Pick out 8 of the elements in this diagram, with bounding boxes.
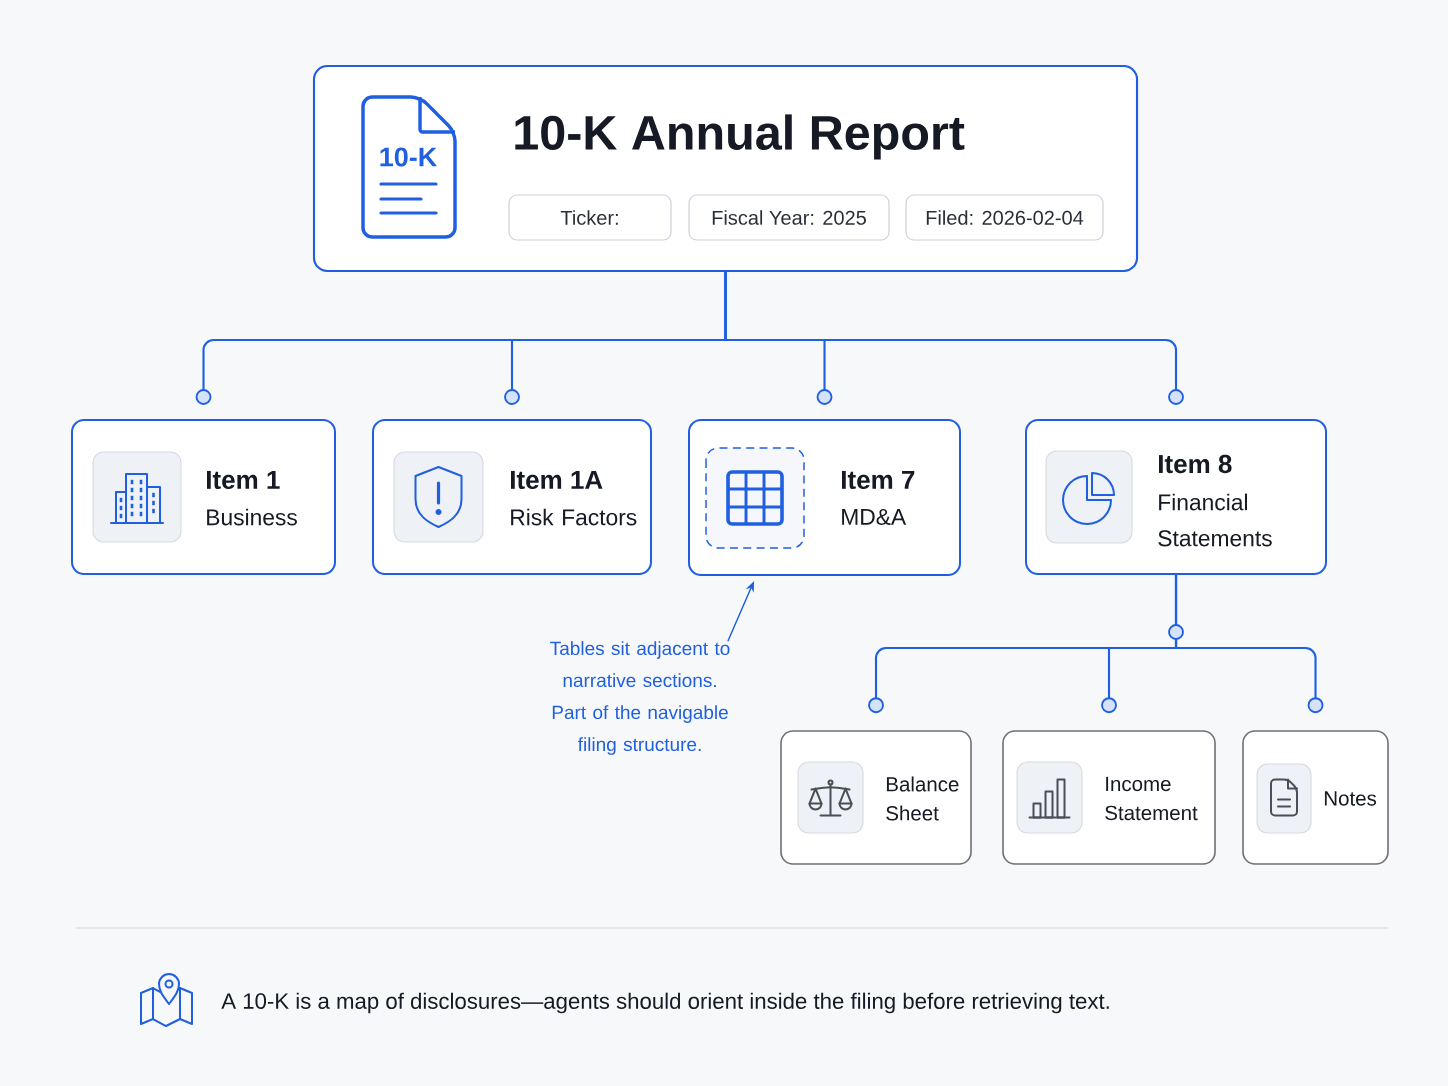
caption: A 10-K is a map of disclosures—agents should orient inside the filing before retrieving text.: [221, 992, 1109, 1014]
info-pill: Fiscal Year: 2025: [688, 194, 890, 241]
connector-line: [1174, 573, 1324, 714]
info-pill: Filed: 2026-02-04: [905, 194, 1104, 241]
info-pill: Ticker:: [508, 194, 672, 241]
connector-line: [724, 271, 1184, 405]
callout-note: Tables sit adjacent to narrative sections. Part of the navigable filing structure.: [550, 641, 730, 755]
leader-arrow: [727, 581, 754, 642]
